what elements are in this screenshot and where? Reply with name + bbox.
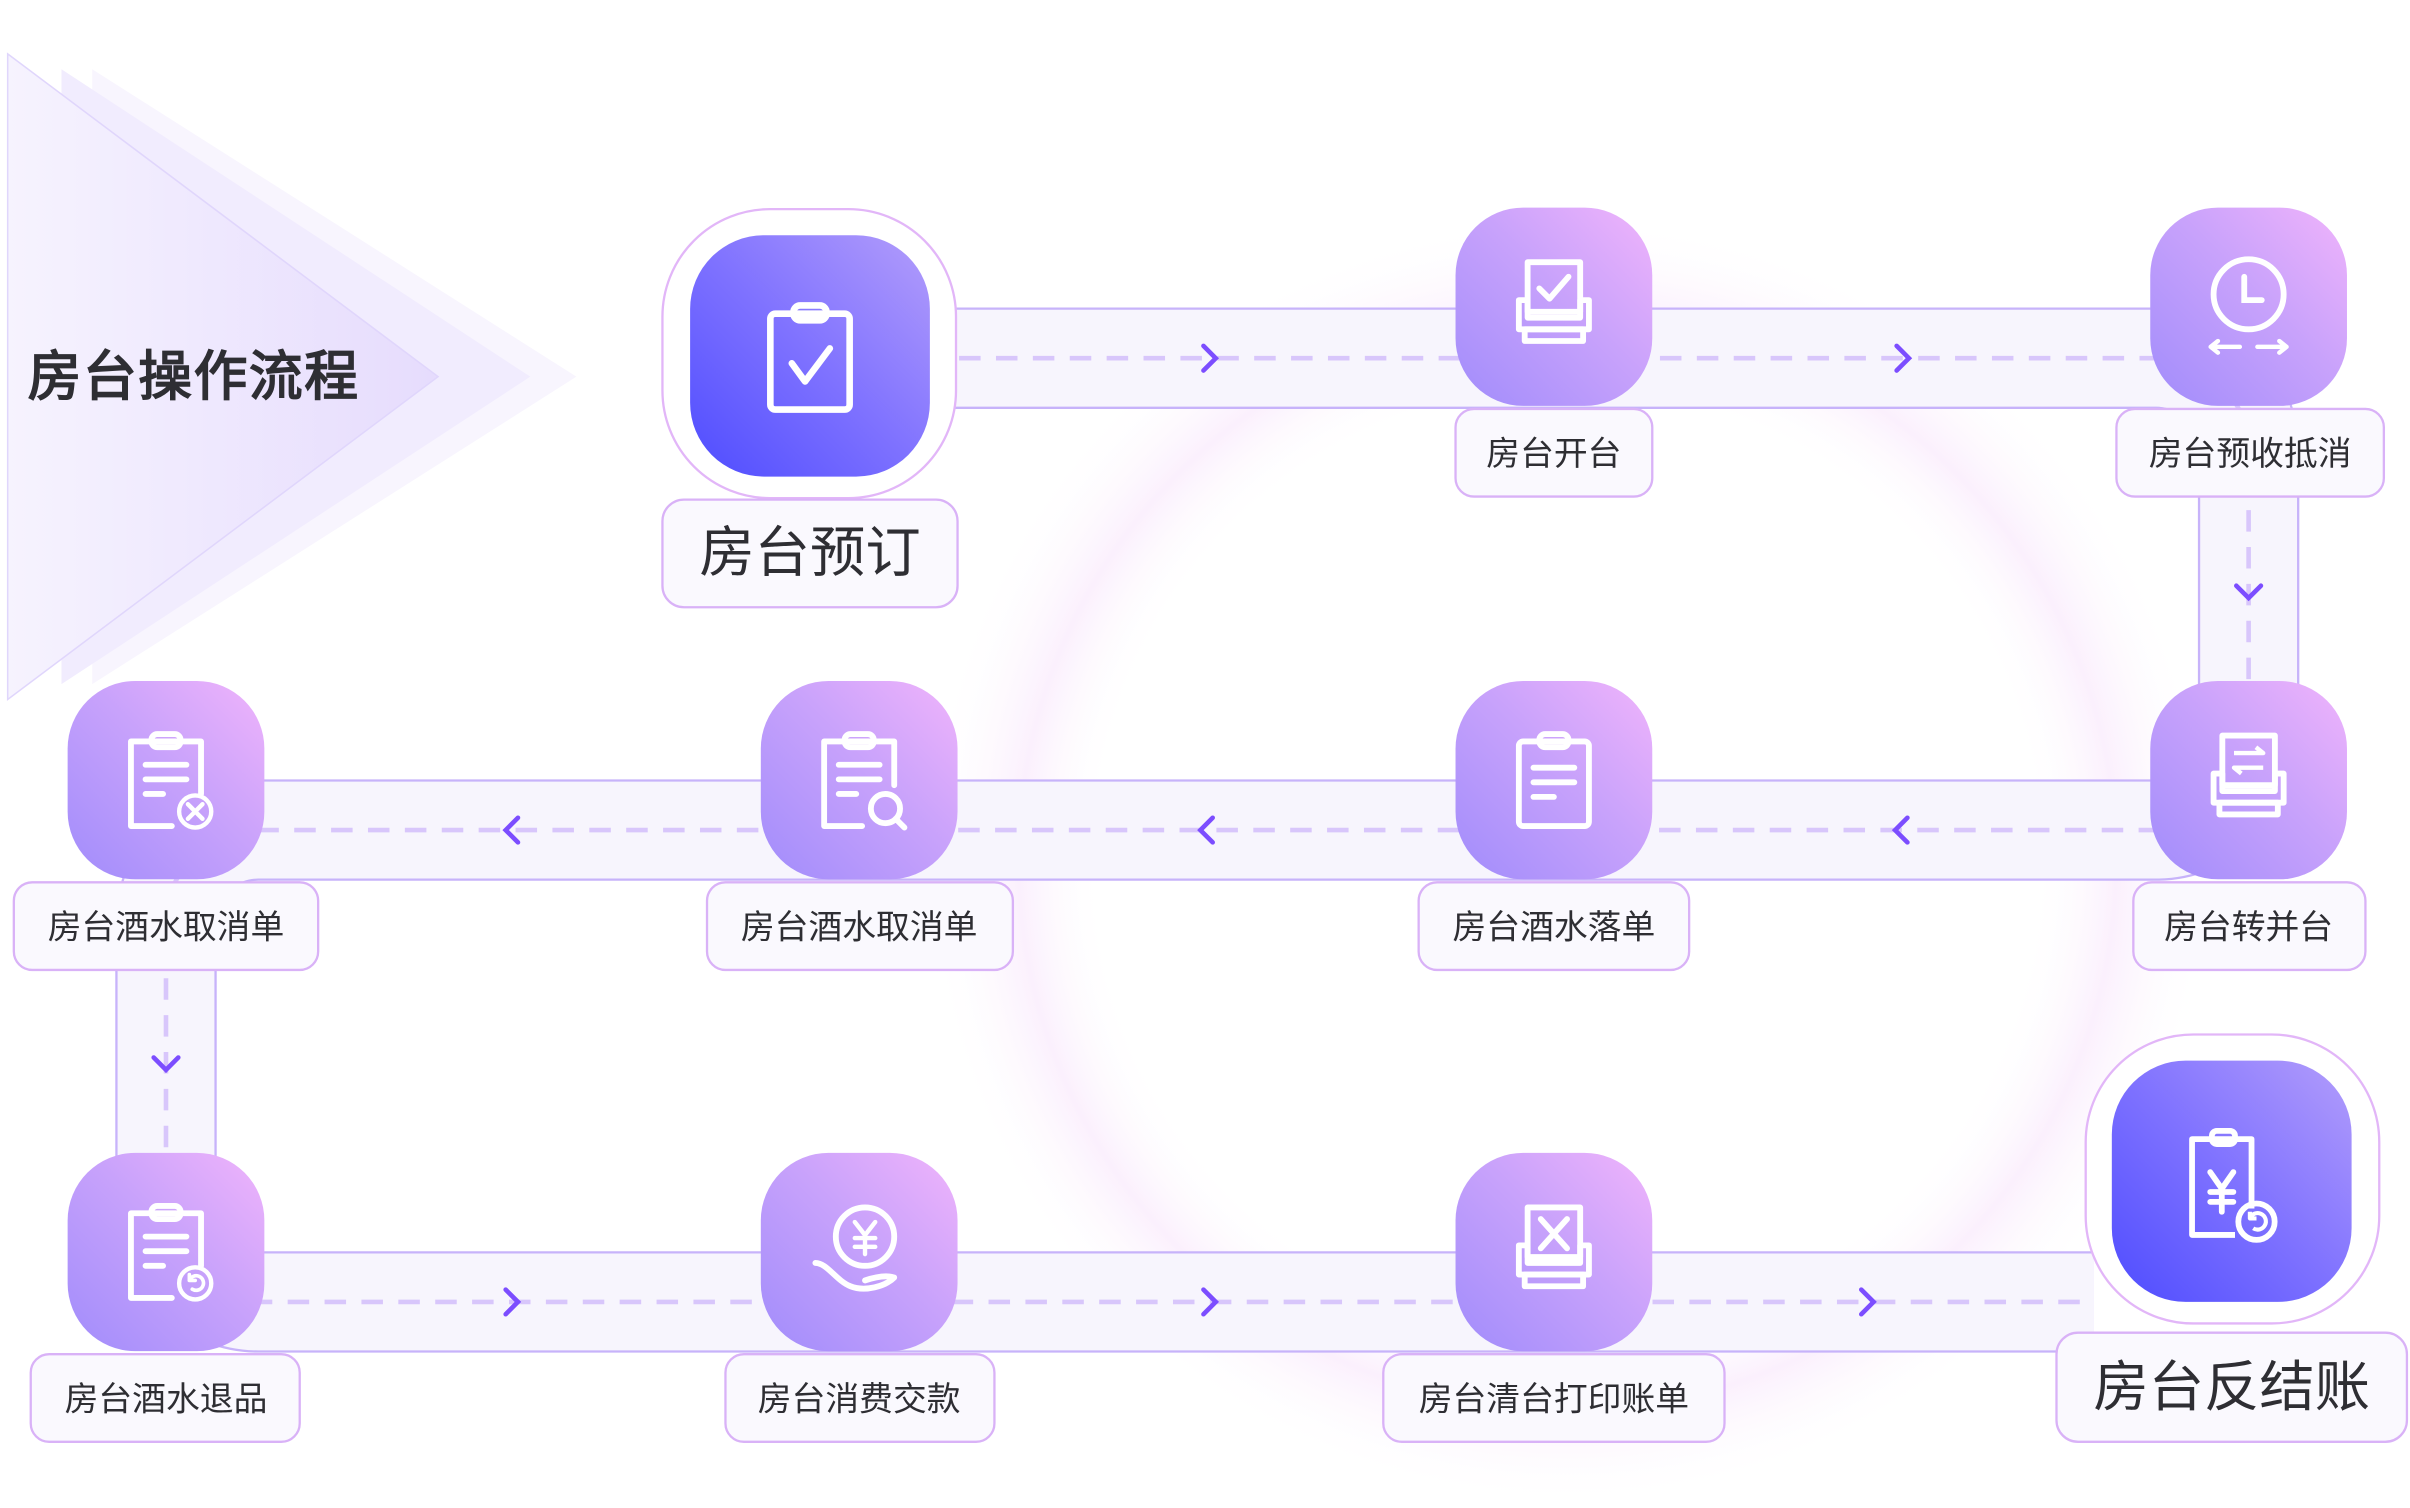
- clock-arrows-icon: [2208, 256, 2289, 355]
- step-tile: [1455, 1152, 1653, 1352]
- clipboard-check-icon: [767, 302, 853, 413]
- printer-check-icon: [1515, 259, 1592, 344]
- clipboard-return-icon: [128, 1203, 214, 1302]
- step-label-box: [29, 1353, 301, 1443]
- step-label-box: [12, 881, 320, 972]
- chevron-main: [6, 52, 440, 701]
- end-card-tile: [2111, 1060, 2352, 1302]
- step-card[interactable]: [1455, 680, 1653, 880]
- step-card[interactable]: [2150, 680, 2347, 880]
- arrow-right-icon: [1894, 343, 1913, 373]
- step-label: 房台酒水取消单: [741, 907, 978, 946]
- arrow-right-icon: [1858, 1287, 1877, 1317]
- step-label: 房台酒水落单: [1453, 907, 1656, 946]
- step-label-box: [705, 881, 1015, 972]
- step-end-card[interactable]: [2084, 1033, 2381, 1325]
- step-card[interactable]: [67, 1152, 265, 1352]
- arrow-right-icon: [1201, 1287, 1220, 1317]
- step-card[interactable]: [760, 680, 958, 880]
- arrow-left-icon: [1891, 815, 1910, 845]
- start-card-tile: [690, 235, 930, 477]
- step-start-label: 房台预订: [699, 521, 920, 585]
- arrow-down-icon: [151, 1055, 181, 1074]
- arrow-down-icon: [2234, 583, 2264, 602]
- step-end-label-box: [2055, 1331, 2409, 1443]
- step-label-box: [1417, 881, 1691, 972]
- step-card[interactable]: [2150, 207, 2347, 406]
- printer-x-icon: [1515, 1204, 1592, 1290]
- step-tile: [2150, 680, 2347, 880]
- step-tile: [1455, 207, 1653, 406]
- step-label-box: [2115, 407, 2386, 498]
- arrow-left-icon: [502, 815, 521, 845]
- arrow-right-icon: [503, 1287, 522, 1317]
- step-card[interactable]: [67, 680, 265, 880]
- step-label: 房台清台打印账单: [1419, 1379, 1689, 1418]
- step-label-box: [2132, 881, 2367, 972]
- step-label: 房台消费交款: [758, 1379, 961, 1418]
- step-label: 房台转并台: [2164, 907, 2333, 946]
- step-label-box: [1454, 407, 1654, 498]
- step-label-box: [1382, 1353, 1726, 1443]
- hand-yen-icon: [812, 1204, 898, 1292]
- clipboard-cancel-icon: [128, 731, 214, 830]
- step-card[interactable]: [1455, 1152, 1653, 1352]
- step-start-card[interactable]: [661, 207, 958, 500]
- step-card[interactable]: [760, 1152, 958, 1352]
- step-label: 房台酒水取消单: [48, 907, 285, 946]
- clipboard-yen-undo-icon: [2189, 1127, 2278, 1243]
- page-title: 房台操作流程: [28, 345, 360, 408]
- step-label: 房台预收抵消: [2149, 434, 2352, 473]
- step-label-box: [724, 1353, 996, 1443]
- step-card[interactable]: [1455, 207, 1653, 406]
- clipboard-search-icon: [821, 731, 908, 831]
- step-label: 房台酒水退品: [65, 1379, 268, 1418]
- step-start-label-box: [661, 498, 959, 609]
- clipboard-list-icon: [1515, 731, 1592, 830]
- printer-transfer-icon: [2210, 732, 2287, 818]
- step-tile: [2150, 207, 2347, 406]
- arrow-right-icon: [1201, 343, 1220, 373]
- arrow-left-icon: [1197, 815, 1215, 845]
- step-label: 房台开台: [1486, 434, 1621, 473]
- step-end-label: 房台反结账: [2093, 1356, 2370, 1420]
- step-tile: [760, 1152, 958, 1352]
